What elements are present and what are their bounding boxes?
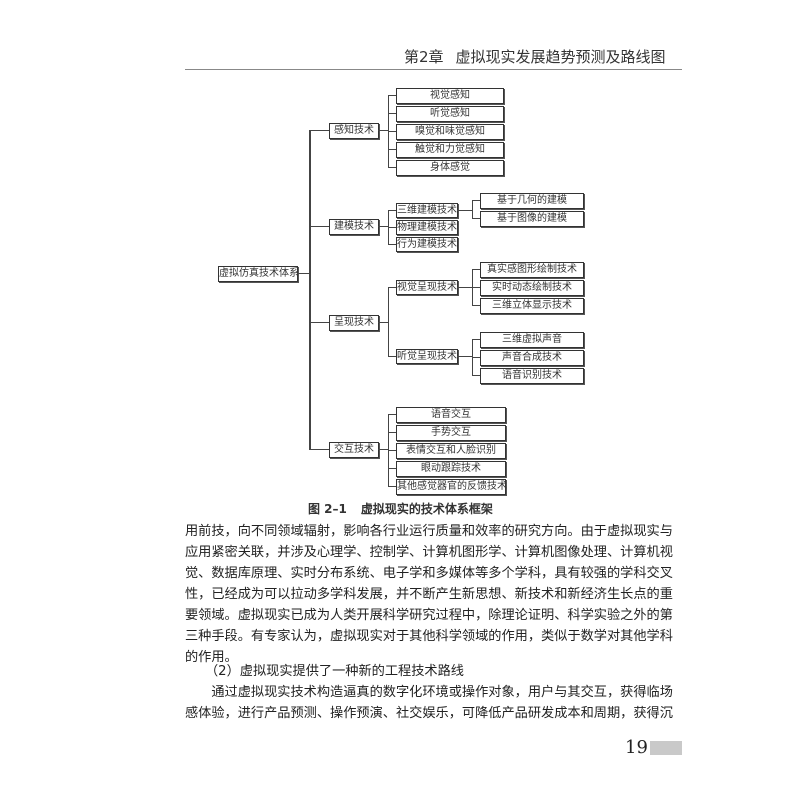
leaf-node: 手势交互	[396, 425, 506, 441]
connector	[388, 244, 396, 245]
chapter-number: 第2章	[404, 48, 444, 66]
connector	[388, 486, 396, 487]
connector	[457, 210, 472, 211]
connector	[472, 200, 473, 218]
connector	[472, 339, 480, 340]
connector	[472, 218, 480, 219]
leaf-node: 身体感觉	[396, 160, 504, 176]
leaf-node: 听觉感知	[396, 106, 504, 122]
connector	[309, 130, 311, 450]
connector	[388, 468, 396, 469]
text-line: 性，已经成为可以拉动多学科发展，并不断产生新思想、新技术和新经济生长点的重	[185, 587, 673, 602]
header-rule	[185, 69, 682, 70]
connector	[388, 356, 396, 357]
leaf-node: 表情交互和人脸识别	[396, 443, 506, 459]
figure-caption: 图 2–1 虚拟现实的技术体系框架	[308, 500, 493, 517]
running-header: 第2章虚拟现实发展趋势预测及路线图	[404, 46, 666, 67]
connector	[388, 131, 396, 132]
connector	[378, 130, 388, 131]
leaf-node: 三维虚拟声音	[480, 332, 584, 348]
connector	[472, 200, 480, 201]
root-node: 虚拟仿真技术体系	[218, 266, 299, 282]
section-subheading: （2）虚拟现实提供了一种新的工程技术路线	[205, 664, 464, 679]
leaf-node: 语音交互	[396, 407, 506, 423]
figure-number: 图 2–1	[308, 502, 347, 516]
paragraph-1: 用前技，向不同领域辐射，影响各行业运行质量和效率的研究方向。由于虚拟现实与 应用…	[185, 521, 685, 668]
figure-title: 虚拟现实的技术体系框架	[360, 502, 493, 516]
leaf-node: 实时动态绘制技术	[480, 280, 584, 296]
text-line: 觉、数据库原理、实时分布系统、电子学和多媒体等多个学科，具有较强的学科交叉	[185, 566, 673, 581]
text-line: 要领域。虚拟现实已成为人类开展科学研究过程中，除理论证明、科学实验之外的第	[185, 608, 673, 623]
connector	[378, 449, 388, 450]
connector	[472, 357, 480, 358]
leaf-node: 基于几何的建模	[480, 193, 584, 209]
text-line: 的作用。	[185, 650, 238, 665]
leaf-node: 视觉感知	[396, 88, 504, 104]
group-node-perception: 感知技术	[329, 123, 379, 139]
leaf-node: 声音合成技术	[480, 350, 584, 366]
connector	[388, 149, 396, 150]
group-node-interaction: 交互技术	[329, 442, 379, 458]
connector	[472, 287, 480, 288]
connector	[297, 273, 309, 274]
sub-node: 听觉呈现技术	[396, 349, 458, 364]
connector	[388, 287, 396, 288]
connector	[388, 432, 396, 433]
connector	[378, 226, 388, 227]
text-line: 三种手段。有专家认为，虚拟现实对于其他科学领域的作用，类似于数学对其他学科	[185, 629, 673, 644]
connector	[378, 322, 388, 323]
sub-node: 三维建模技术	[396, 203, 458, 218]
page-number: 19	[625, 737, 648, 758]
connector	[388, 450, 396, 451]
sub-node: 行为建模技术	[396, 237, 458, 252]
connector	[388, 210, 396, 211]
leaf-node: 眼动跟踪技术	[396, 461, 506, 477]
connector	[388, 113, 396, 114]
connector	[457, 287, 472, 288]
leaf-node: 触觉和力觉感知	[396, 142, 504, 158]
connector	[309, 130, 329, 131]
paragraph-2: 通过虚拟现实技术构造逼真的数字化环境或操作对象，用户与其交互，获得临场 感体验，…	[185, 682, 685, 724]
leaf-node: 语音识别技术	[480, 368, 584, 384]
chapter-title: 虚拟现实发展趋势预测及路线图	[455, 48, 666, 66]
connector	[309, 322, 329, 323]
sub-node: 物理建模技术	[396, 220, 458, 235]
connector	[388, 227, 396, 228]
text-line: 用前技，向不同领域辐射，影响各行业运行质量和效率的研究方向。由于虚拟现实与	[185, 524, 673, 539]
connector	[472, 375, 480, 376]
leaf-node: 其他感觉器官的反馈技术	[396, 479, 507, 495]
leaf-node: 三维立体显示技术	[480, 298, 584, 314]
connector	[388, 414, 396, 415]
connector	[309, 449, 329, 450]
text-line: 感体验，进行产品预测、操作预演、社交娱乐，可降低产品研发成本和周期，获得沉	[185, 706, 673, 721]
connector	[472, 269, 480, 270]
connector	[472, 305, 480, 306]
connector	[388, 287, 389, 356]
group-node-modeling: 建模技术	[329, 219, 379, 235]
leaf-node: 真实感图形绘制技术	[480, 262, 584, 278]
text-line: 通过虚拟现实技术构造逼真的数字化环境或操作对象，用户与其交互，获得临场	[185, 685, 673, 700]
group-node-presentation: 呈现技术	[329, 315, 379, 331]
leaf-node: 嗅觉和味觉感知	[396, 124, 504, 140]
leaf-node: 基于图像的建模	[480, 211, 584, 227]
connector	[388, 167, 396, 168]
connector	[388, 95, 396, 96]
text-line: 应用紧密关联，并涉及心理学、控制学、计算机图形学、计算机图像处理、计算机视	[185, 545, 673, 560]
connector	[457, 356, 472, 357]
technology-framework-diagram: 虚拟仿真技术体系 感知技术 视觉感知 听觉感知 嗅觉和味觉感知 触觉和力觉感知 …	[218, 88, 584, 495]
connector	[309, 226, 329, 227]
sub-node: 视觉呈现技术	[396, 280, 458, 295]
page-marker-bar	[650, 741, 682, 755]
